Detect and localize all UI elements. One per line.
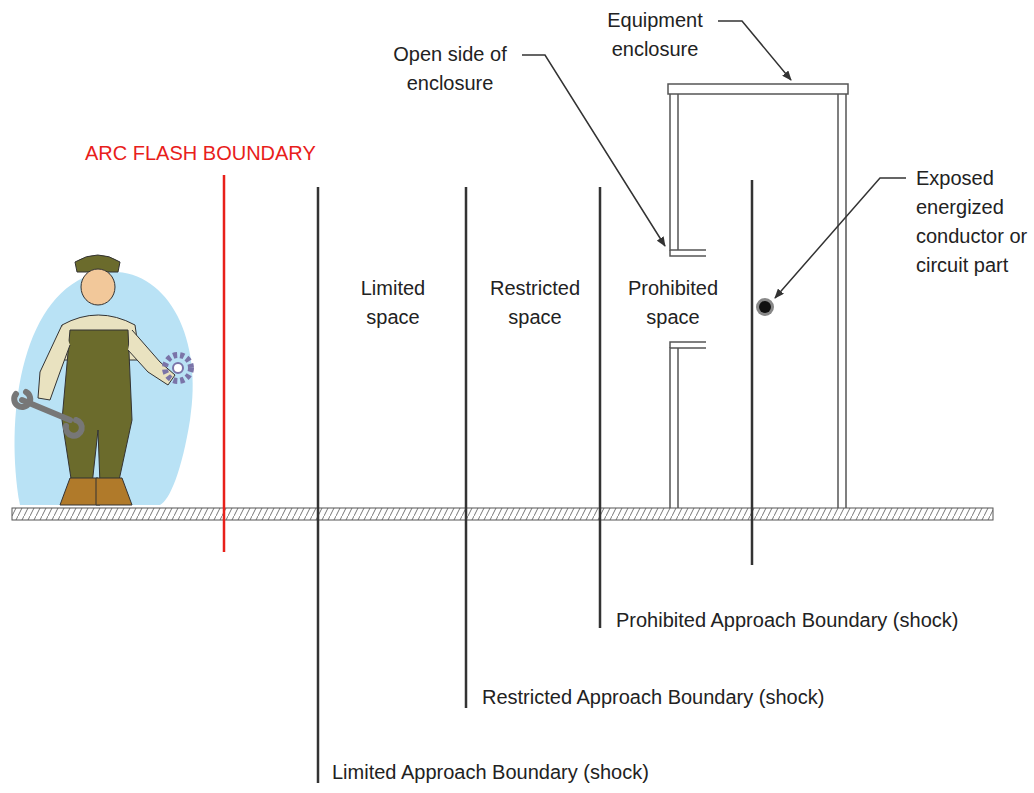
restricted-line [465,187,468,708]
conductor-label: Exposed energized conductor or circuit p… [916,164,1030,280]
leader-line [718,21,791,80]
boundary-label: Restricted Approach Boundary (shock) [482,683,892,712]
leader-line [522,55,665,246]
conductor-dot [759,301,771,313]
floor [12,508,993,520]
worker-illustration [14,255,193,505]
leader-line [775,178,906,298]
arc-flash-label: ARC FLASH BOUNDARY [85,139,345,168]
space-label: Limited space [343,274,443,332]
space-label: Prohibited space [615,274,731,332]
enclosure-label: Equipment enclosure [590,6,720,64]
open-side-label: Open side of enclosure [385,40,515,98]
prohibited-line [599,187,602,628]
arc-flash-line [223,175,226,552]
conductor-ring [756,298,774,316]
boundary-label: Prohibited Approach Boundary (shock) [616,606,1026,635]
limited-line [317,187,320,783]
space-label: Restricted space [477,274,593,332]
boundary-label: Limited Approach Boundary (shock) [332,758,742,787]
conductor-line [751,180,754,565]
